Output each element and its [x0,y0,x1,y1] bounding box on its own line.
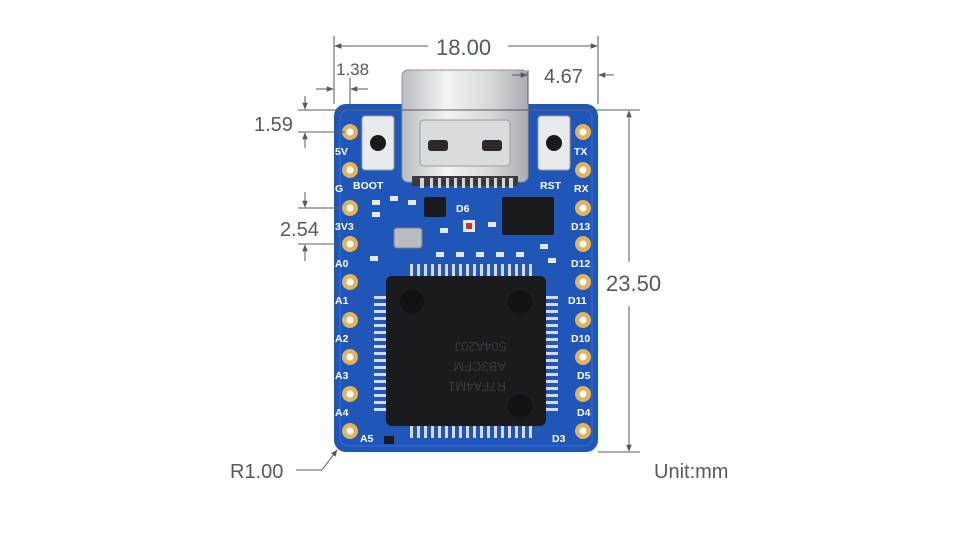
right-offset-dimension-label: 4.67 [544,66,583,88]
pcb-board: 5V G 3V3 A0 A1 A2 A3 A4 A5 TX RX D13 D12… [334,69,598,452]
pin-label-a2: A2 [335,333,349,345]
left-offset-dimension-label: 1.38 [336,60,369,79]
dimension-lines [296,36,640,471]
boot-button [361,115,395,171]
pad [342,349,358,365]
pin-pitch-dimension-label: 2.54 [280,219,319,241]
pin-label-g: G [335,183,343,195]
pad [342,274,358,290]
mcu-chip: R7FA4M1 AB3CFM 504A20J [386,276,546,426]
chip-marking-line1: R7FA4M1 [448,379,506,394]
pin-label-a1: A1 [335,295,349,307]
left-pin-column [342,124,358,439]
pad [575,274,591,290]
pin-label-d12: D12 [571,258,590,270]
pad [575,236,591,252]
width-dimension-label: 18.00 [436,35,491,60]
pad [575,349,591,365]
pin-label-rx: RX [574,183,589,195]
pad [575,423,591,439]
height-dimension-label: 23.50 [606,271,661,296]
pad [342,312,358,328]
boot-label: BOOT [353,180,384,192]
pin-label-d13: D13 [571,221,590,233]
pad [575,124,591,140]
pad [342,386,358,402]
chip-marking-line3: 504A20J [455,339,506,354]
pad [575,162,591,178]
pin-label-3v3: 3V3 [335,221,354,233]
chip-marking-line2: AB3CFM [453,359,506,374]
pin-label-d3: D3 [552,433,566,445]
pin-label-d10: D10 [571,333,590,345]
pin-label-d4: D4 [577,407,591,419]
pin-label-d11: D11 [568,295,587,307]
top-offset-dimension-label: 1.59 [254,114,293,136]
pin-label-tx: TX [574,146,587,158]
mcu-pins [374,264,558,438]
pin-label-a4: A4 [335,407,349,419]
pad [342,124,358,140]
pin-label-d5: D5 [577,370,591,382]
corner-radius-label: R1.00 [230,461,283,483]
pad [575,312,591,328]
pin-label-a0: A0 [335,258,349,270]
rst-label: RST [540,180,562,192]
pin-label-a3: A3 [335,370,349,382]
dimension-labels: 18.00 1.38 4.67 1.59 2.54 23.50 R1.00 Un… [230,35,728,483]
pad [575,200,591,216]
right-pin-column [575,124,591,439]
pad [575,386,591,402]
usb-c-connector [401,69,529,188]
pad [342,200,358,216]
unit-label: Unit:mm [654,461,728,483]
rst-button [537,115,571,171]
pin-label-5v: 5V [335,146,348,158]
smd-components [370,196,556,444]
led-label: D6 [456,203,470,215]
pad [342,423,358,439]
pad [342,236,358,252]
pad [342,162,358,178]
pin-label-a5: A5 [360,433,374,445]
